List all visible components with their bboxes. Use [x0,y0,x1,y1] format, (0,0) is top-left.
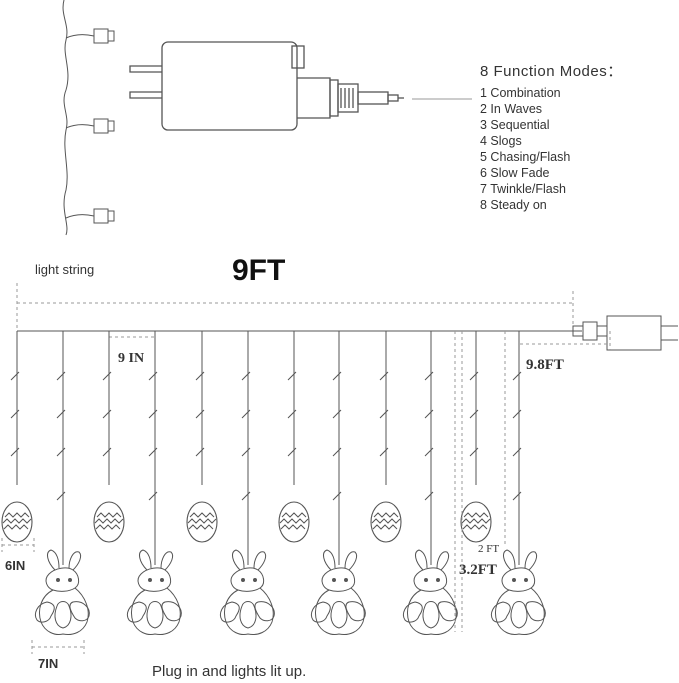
bunny-ornament-icon [34,549,90,635]
width-dimension [16,283,574,336]
drop-strands [16,331,520,565]
egg-ornament-icon [93,501,125,543]
function-modes-list: 8 Function Modes： 1 Combination 2 In Wav… [480,60,623,213]
bunny-ornament-icon [219,549,275,635]
bunny-ornament-icon [490,549,546,635]
mode-item: 2 In Waves [480,102,543,116]
mode-item: 3 Sequential [480,118,550,132]
mode-item: 1 Combination [480,86,561,100]
caption: Plug in and lights lit up. [152,663,307,680]
egg-ornament-icon [278,501,310,543]
bulb-ticks [10,371,522,501]
plug-prong-icon [129,65,162,99]
lead-length-label: 9.8FT [526,357,564,373]
mode-item: 8 Steady on [480,198,547,212]
egg-ornament-icon [460,501,492,543]
egg-ornament-icon [186,501,218,543]
bunny-ornament-icon [310,549,366,635]
light-string-illustration [62,0,115,236]
mode-item: 6 Slow Fade [480,166,550,180]
spacing-dimension [108,331,155,345]
light-string-label: light string [35,262,95,277]
egg-ornament-icon [1,501,33,543]
width-label: 9FT [232,254,286,287]
egg-ornament-icon [370,501,402,543]
spacing-label: 9 IN [118,351,145,366]
bulb-socket-icon [93,118,115,134]
drop-dimensions [1,331,506,654]
bunny-width-label: 7IN [38,656,59,671]
egg-width-label: 6IN [5,558,26,573]
mode-item: 5 Chasing/Flash [480,150,571,164]
long-drop-label: 3.2FT [459,562,497,578]
lead-dimension [520,331,611,350]
mode-item: 4 Slogs [480,134,522,148]
function-modes-title: 8 Function Modes： [480,63,623,80]
small-adapter-icon [572,315,678,351]
mode-item: 7 Twinkle/Flash [480,182,566,196]
bulb-socket-icon [93,28,115,44]
power-adapter-icon [161,41,404,131]
bunny-ornament-icon [126,549,182,635]
bunny-ornament-icon [402,549,458,635]
short-drop-label: 2 FT [478,543,500,555]
bulb-socket-icon [93,208,115,224]
